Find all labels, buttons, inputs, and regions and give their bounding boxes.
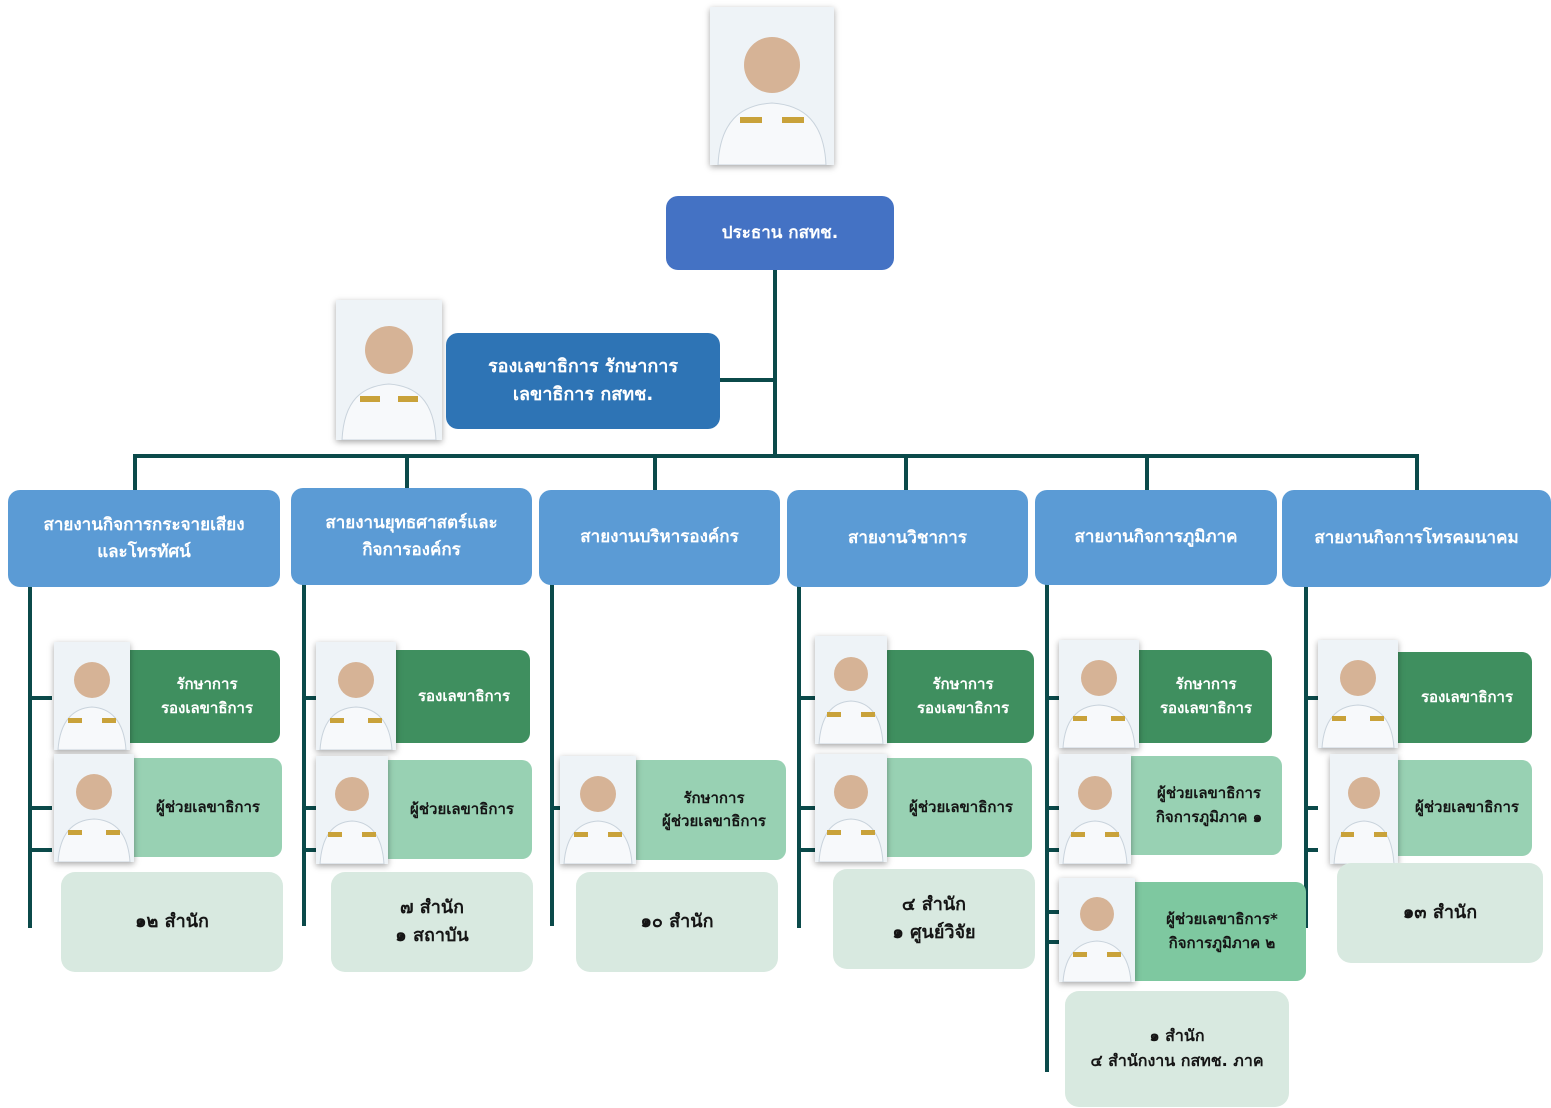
summary-box: ๗ สำนัก ๑ สถาบัน	[331, 872, 533, 972]
position-label: ผู้ช่วยเลขาธิการ	[156, 797, 260, 816]
position-box: ผู้ช่วยเลขาธิการ	[378, 760, 532, 859]
division-1-header: สายงานกิจการกระจายเสียง และโทรทัศน์	[8, 490, 280, 587]
official-photo	[560, 756, 636, 864]
position-label: ผู้ช่วยเลขาธิการ	[909, 797, 1013, 816]
connector-drop-5	[1145, 454, 1149, 492]
official-photo	[1059, 878, 1135, 982]
chairman-box: ประธาน กสทช.	[666, 196, 894, 270]
position-box: รักษาการ รองเลขาธิการ	[1126, 650, 1272, 743]
division-6-header: สายงานกิจการโทรคมนาคม	[1282, 490, 1551, 587]
deputy-secretary-box: รองเลขาธิการ รักษาการ เลขาธิการ กสทช.	[446, 333, 720, 429]
division-title: สายงานยุทธศาสตร์และ กิจการองค์กร	[325, 513, 498, 560]
spine-col-4	[797, 586, 801, 928]
tick	[1304, 806, 1318, 810]
connector-deputy	[718, 378, 776, 382]
summary-label: ๑๐ สำนัก	[640, 911, 714, 933]
position-box: ผู้ช่วยเลขาธิการ	[876, 758, 1032, 857]
spine-col-5	[1045, 584, 1049, 1072]
summary-label: ๑๓ สำนัก	[1402, 902, 1478, 924]
tick	[302, 696, 316, 700]
spine-col-1	[28, 586, 32, 928]
position-box: รักษาการ รองเลขาธิการ	[120, 650, 280, 743]
division-3-header: สายงานบริหารองค์กร	[539, 490, 780, 585]
position-label: ผู้ช่วยเลขาธิการ กิจการภูมิภาค ๑	[1155, 784, 1263, 826]
division-title: สายงานบริหารองค์กร	[580, 527, 739, 548]
position-box: รองเลขาธิการ	[384, 650, 530, 743]
spine-col-2	[302, 584, 306, 926]
tick	[797, 696, 815, 700]
tick	[1045, 806, 1059, 810]
position-box: รักษาการ ผู้ช่วยเลขาธิการ	[628, 760, 786, 860]
connector-drop-6	[1415, 454, 1419, 492]
tick	[1045, 910, 1059, 914]
spine-col-6	[1304, 586, 1308, 928]
position-box: ผู้ช่วยเลขาธิการ	[120, 758, 282, 857]
position-box: ผู้ช่วยเลขาธิการ* กิจการภูมิภาค ๒	[1124, 882, 1306, 981]
connector-horizontal-bus	[133, 454, 1419, 458]
summary-label: ๑๒ สำนัก	[135, 911, 209, 933]
division-4-header: สายงานวิชาการ	[787, 490, 1028, 587]
position-label: รองเลขาธิการ	[1420, 687, 1514, 706]
tick	[1045, 696, 1059, 700]
official-photo	[54, 642, 130, 750]
division-title: สายงานวิชาการ	[848, 528, 967, 549]
official-photo	[815, 636, 887, 744]
position-box: รองเลขาธิการ	[1388, 652, 1532, 743]
official-photo	[1059, 754, 1131, 864]
official-photo	[316, 756, 388, 864]
summary-box: ๑๒ สำนัก	[61, 872, 283, 972]
position-label: ผู้ช่วยเลขาธิการ	[1415, 798, 1519, 817]
tick	[302, 848, 316, 852]
position-label: ผู้ช่วยเลขาธิการ	[410, 799, 514, 818]
position-box: ผู้ช่วยเลขาธิการ	[1388, 760, 1532, 856]
division-title: สายงานกิจการโทรคมนาคม	[1314, 528, 1519, 549]
tick	[797, 848, 815, 852]
position-label: รองเลขาธิการ	[417, 686, 511, 705]
summary-box: ๔ สำนัก ๑ ศูนย์วิจัย	[833, 869, 1035, 969]
connector-drop-1	[133, 454, 137, 492]
division-2-header: สายงานยุทธศาสตร์และ กิจการองค์กร	[291, 488, 532, 585]
deputy-secretary-label: รองเลขาธิการ รักษาการ เลขาธิการ กสทช.	[487, 356, 678, 405]
tick	[1045, 848, 1059, 852]
official-photo	[54, 754, 134, 862]
summary-label: ๔ สำนัก ๑ ศูนย์วิจัย	[892, 894, 976, 943]
tick	[1304, 848, 1318, 852]
connector-drop-3	[653, 454, 657, 492]
tick	[28, 696, 52, 700]
connector-drop-2	[405, 454, 409, 490]
official-photo	[1318, 640, 1398, 748]
tick	[1304, 696, 1318, 700]
tick	[550, 806, 560, 810]
tick	[28, 806, 52, 810]
deputy-photo	[336, 300, 442, 440]
official-photo	[815, 754, 887, 862]
position-label: รักษาการ รองเลขาธิการ	[1159, 675, 1253, 717]
division-5-header: สายงานกิจการภูมิภาค	[1035, 490, 1277, 585]
chairman-photo	[710, 7, 834, 165]
tick	[28, 848, 52, 852]
tick	[1045, 940, 1059, 944]
chairman-label: ประธาน กสทช.	[721, 222, 839, 243]
division-title: สายงานกิจการกระจายเสียง และโทรทัศน์	[43, 515, 245, 562]
position-label: ผู้ช่วยเลขาธิการ* กิจการภูมิภาค ๒	[1166, 910, 1278, 952]
connector-top-vertical	[773, 268, 777, 458]
official-photo	[1059, 640, 1139, 748]
tick	[302, 806, 316, 810]
summary-box: ๑๐ สำนัก	[576, 872, 778, 972]
summary-label: ๗ สำนัก ๑ สถาบัน	[395, 897, 469, 946]
division-title: สายงานกิจการภูมิภาค	[1074, 527, 1238, 548]
position-label: รักษาการ รองเลขาธิการ	[160, 675, 254, 717]
position-box: รักษาการ รองเลขาธิการ	[878, 650, 1034, 743]
position-label: รักษาการ ผู้ช่วยเลขาธิการ	[662, 788, 766, 830]
summary-label: ๑ สำนัก ๔ สำนักงาน กสทช. ภาค	[1090, 1026, 1264, 1070]
tick	[797, 806, 815, 810]
official-photo	[1330, 754, 1398, 864]
summary-box: ๑ สำนัก ๔ สำนักงาน กสทช. ภาค	[1065, 991, 1289, 1107]
summary-box: ๑๓ สำนัก	[1337, 863, 1543, 963]
spine-col-3	[550, 584, 554, 926]
position-box: ผู้ช่วยเลขาธิการ กิจการภูมิภาค ๑	[1122, 756, 1282, 855]
connector-drop-4	[904, 454, 908, 492]
official-photo	[316, 642, 396, 750]
position-label: รักษาการ รองเลขาธิการ	[916, 675, 1010, 717]
